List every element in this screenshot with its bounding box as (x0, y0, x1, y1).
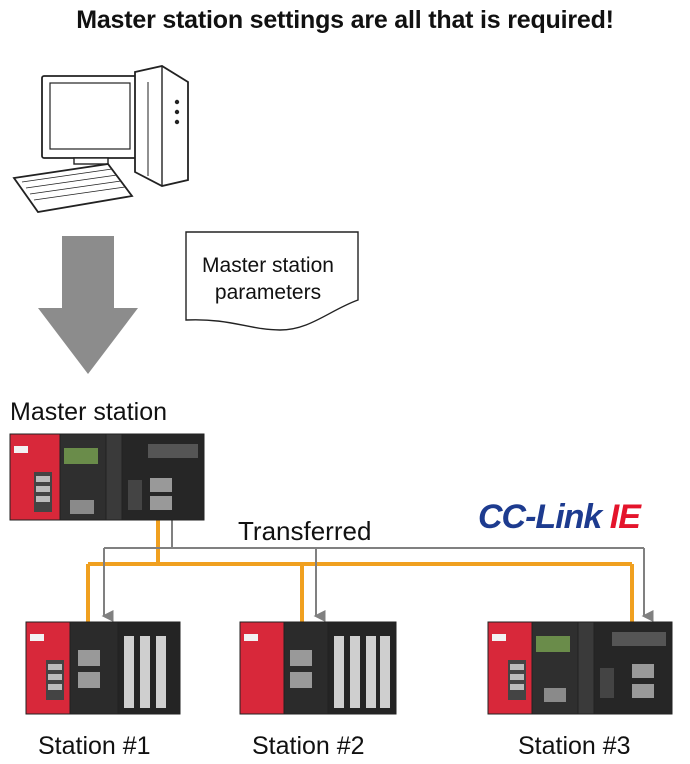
station-1-plc (25, 621, 181, 715)
page-title: Master station settings are all that is … (76, 6, 614, 34)
parameter-document-label: Master station parameters (186, 252, 350, 306)
station-2-label: Station #2 (252, 732, 365, 760)
document-label-line-2: parameters (214, 281, 322, 304)
logo-text-cc-link: CC-Link (478, 498, 610, 536)
download-arrow (38, 236, 138, 374)
document-label-line-1: Master station (202, 254, 334, 277)
cc-link-ie-logo: CC-Link IE (478, 498, 641, 537)
network-cable (86, 520, 634, 624)
transfer-arrows (101, 520, 654, 622)
master-station-plc (9, 433, 205, 521)
master-station-label: Master station (10, 398, 168, 426)
station-2-plc (239, 621, 397, 715)
station-3-label: Station #3 (518, 732, 631, 760)
parameter-document-icon (185, 231, 359, 331)
transferred-label: Transferred (238, 516, 372, 546)
station-3-plc (487, 621, 673, 715)
computer-icon (12, 65, 189, 213)
station-1-label: Station #1 (38, 732, 151, 760)
logo-text-ie: IE (609, 498, 641, 536)
